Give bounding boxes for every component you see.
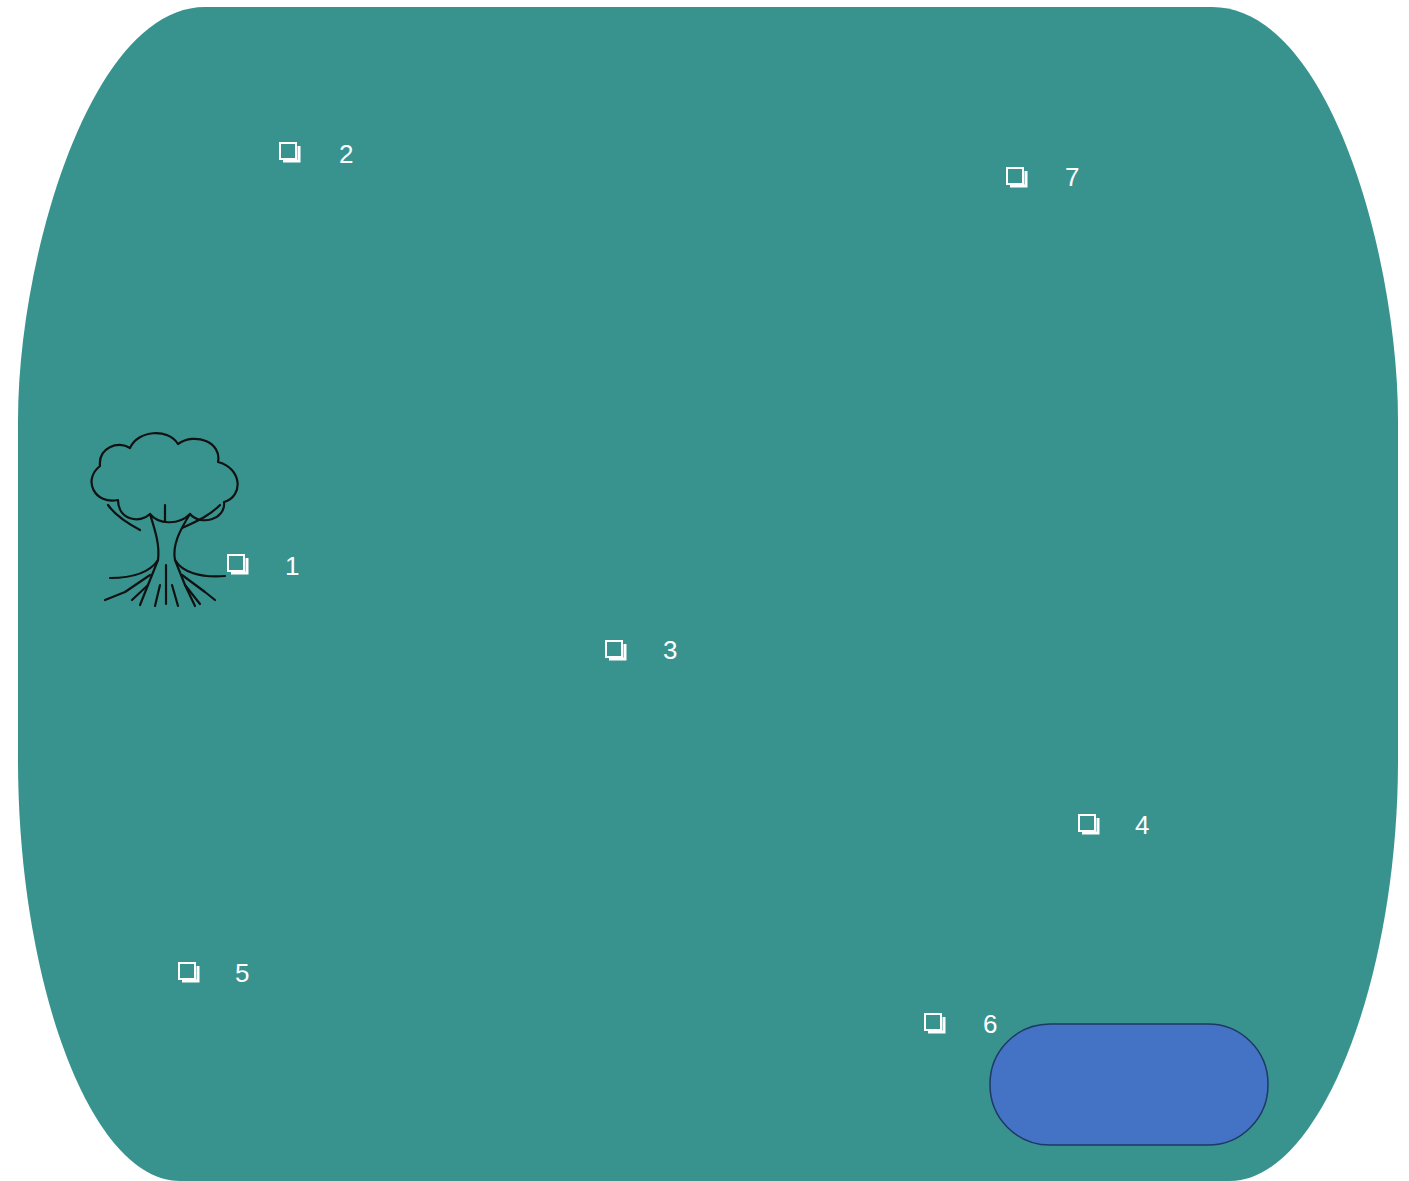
checkbox-symbol [228, 555, 247, 573]
checkbox-symbol [179, 963, 198, 981]
checkbox-square [1007, 168, 1023, 184]
checkbox-square [179, 963, 195, 979]
checkbox-shadow [609, 644, 625, 659]
checkbox-shadow [182, 966, 198, 981]
callout-number: 5 [233, 959, 251, 989]
checkbox-square [606, 641, 622, 657]
checkbox-symbol [280, 143, 299, 161]
checkbox-square [925, 1014, 941, 1030]
checkbox-symbol [606, 641, 625, 659]
callout-number: 6 [981, 1010, 999, 1040]
checkbox-square [280, 143, 296, 159]
checkbox-square [1079, 815, 1095, 831]
checkbox-shadow [928, 1017, 944, 1032]
callout-number: 4 [1133, 811, 1151, 841]
callout-number: 2 [337, 140, 355, 170]
callout-number: 3 [661, 636, 679, 666]
checkbox-square [228, 555, 244, 571]
field-region [18, 7, 1398, 1181]
pond-shape [990, 1024, 1268, 1145]
callout-number: 1 [283, 552, 301, 582]
checkbox-shadow [283, 146, 299, 161]
checkbox-symbols [179, 143, 1098, 1032]
checkbox-symbol [1079, 815, 1098, 833]
checkbox-shadow [231, 558, 247, 573]
callout-number: 7 [1063, 163, 1081, 193]
checkbox-shadow [1082, 818, 1098, 833]
checkbox-symbol [1007, 168, 1026, 186]
checkbox-shadow [1010, 171, 1026, 186]
tree-symbol [92, 433, 238, 606]
checkbox-symbol [925, 1014, 944, 1032]
